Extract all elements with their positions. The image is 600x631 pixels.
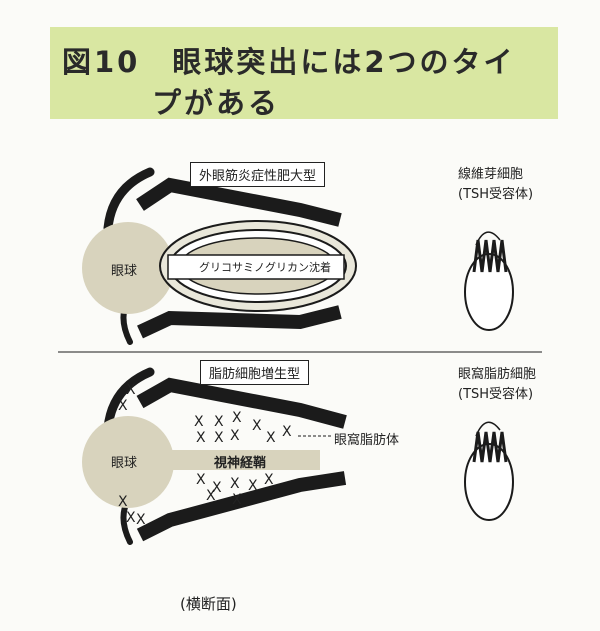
fat-mark: X [196,472,206,488]
fat-mark: X [214,414,224,430]
fat-mark: X [248,478,258,494]
fat-label: 眼窩脂肪体 [334,433,400,448]
orbital-wall-upper-bottom [136,377,347,429]
figure-title-line1: 図10 眼球突出には2つのタイ [62,45,516,79]
fibroblast-fiber [475,231,501,246]
eyeball-label-top: 眼球 [111,264,138,279]
fat-mark: X [126,382,136,398]
fat-mark: X [252,418,262,434]
eyelid-upper [103,167,155,233]
fat-mark: X [118,494,128,510]
fat-mark: X [194,414,204,430]
fat-mark: X [214,430,224,446]
fibroblast-label: 線維芽細胞 [458,167,524,182]
title-band [50,27,558,119]
adipocyte-receptor-coils [472,431,508,463]
fat-mark: X [118,398,128,414]
fat-mark: X [212,480,222,496]
figure-title-line2: プがある [152,86,281,120]
orbital-wall-lower-bottom [136,471,347,542]
eyeball-top [82,222,174,314]
orbital-wall-lower [137,305,342,339]
type-label-top: 外眼筋炎症性肥大型 [190,162,326,187]
fibroblast-sub: (TSH受容体) [458,187,534,202]
fat-mark: X [230,428,240,444]
top-orbit-diagram [82,167,357,345]
type-label-bottom: 脂肪細胞増生型 [200,360,310,385]
adipocyte-fiber [475,421,501,437]
deposit-label: グリコサミノグリカン沈着 [199,261,331,274]
fibroblast-cell [464,231,514,331]
fat-mark: X [232,492,242,508]
adipocyte-label: 眼窩脂肪細胞 [458,367,537,382]
bottom-orbit-diagram [82,367,347,545]
fat-mark: X [196,430,206,446]
fat-mark: X [136,512,146,528]
adipocyte-sub: (TSH受容体) [458,387,534,402]
orbital-wall-upper [136,177,342,227]
fat-mark: X [282,424,292,440]
fat-mark: X [264,472,274,488]
eyeball-bottom [82,416,174,508]
fat-mark: X [206,488,216,504]
deposit-box [167,254,345,280]
optic-nerve-label: 視神経鞘 [214,456,267,471]
fat-mark: X [266,430,276,446]
eyeball-label-bottom: 眼球 [111,456,138,471]
cross-section-caption: (横断面) [180,595,237,613]
adipocyte-cell [464,421,514,521]
optic-nerve [168,450,320,470]
fibroblast-receptor-coils [472,239,508,273]
fat-mark: X [230,476,240,492]
fat-mark: X [232,410,242,426]
fat-mark: X [126,510,136,526]
